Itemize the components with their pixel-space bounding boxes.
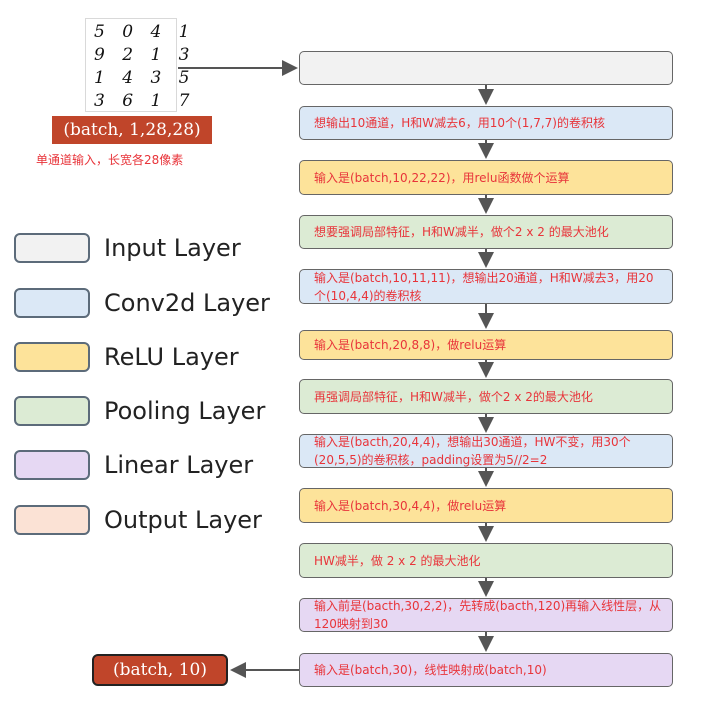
flow-box-conv1: 想输出10通道，H和W减去6，用10个(1,7,7)的卷积核: [299, 106, 673, 140]
legend-item-output: Output Layer: [14, 505, 314, 537]
flow-box-relu2: 输入是(batch,20,8,8)，做relu运算: [299, 330, 673, 360]
legend-label: Linear Layer: [104, 451, 254, 479]
flow-box-text: 输入是(batch,30,4,4)，做relu运算: [314, 498, 507, 513]
legend-swatch: [14, 288, 90, 318]
mnist-row: 3 6 1 7: [94, 91, 196, 111]
flow-box-conv3: 输入是(bacth,20,4,4)，想输出30通道，HW不变，用30个(20,5…: [299, 434, 673, 468]
flow-box-pool2: 再强调局部特征，H和W减半，做个2 x 2的最大池化: [299, 379, 673, 414]
flow-box-text: 输入是(batch,10,11,11)，想输出20通道，H和W减去3，用20个(…: [314, 270, 654, 303]
flow-box-input: [299, 51, 673, 85]
legend-label: Input Layer: [104, 234, 241, 262]
legend-item-conv2d: Conv2d Layer: [14, 288, 314, 320]
flow-box-text: 想输出10通道，H和W减去6，用10个(1,7,7)的卷积核: [314, 116, 605, 130]
input-note: 单通道输入，长宽各28像素: [36, 153, 184, 167]
flow-box-pool1: 想要强调局部特征，H和W减半，做个2 x 2 的最大池化: [299, 215, 673, 249]
legend-item-linear: Linear Layer: [14, 450, 314, 482]
mnist-row: 1 4 3 5: [94, 68, 196, 88]
legend-swatch: [14, 450, 90, 480]
legend-label: Conv2d Layer: [104, 289, 270, 317]
mnist-row: 9 2 1 3: [94, 45, 196, 65]
legend-label: Pooling Layer: [104, 397, 266, 425]
legend-swatch: [14, 505, 90, 535]
flow-box-text: 输入是(batch,30)，线性映射成(batch,10): [314, 663, 547, 677]
flow-box-linear2: 输入是(batch,30)，线性映射成(batch,10): [299, 653, 673, 687]
legend-item-relu: ReLU Layer: [14, 342, 314, 374]
flow-box-text: 输入是(batch,10,22,22)，用relu函数做个运算: [314, 170, 570, 185]
flow-box-text: HW减半，做 2 x 2 的最大池化: [314, 553, 481, 568]
flow-box-text: 想要强调局部特征，H和W减半，做个2 x 2 的最大池化: [314, 225, 609, 239]
legend-swatch: [14, 233, 90, 263]
mnist-row: 5 0 4 1: [94, 22, 196, 42]
legend-label: ReLU Layer: [104, 343, 239, 371]
legend-item-pooling: Pooling Layer: [14, 396, 314, 428]
flow-box-conv2: 输入是(batch,10,11,11)，想输出20通道，H和W减去3，用20个(…: [299, 269, 673, 304]
legend-swatch: [14, 342, 90, 372]
flow-box-pool3: HW减半，做 2 x 2 的最大池化: [299, 543, 673, 578]
flow-box-text: 输入是(bacth,20,4,4)，想输出30通道，HW不变，用30个(20,5…: [314, 435, 631, 467]
input-shape-label: (batch, 1,28,28): [52, 116, 212, 144]
mnist-sample-image: 5 0 4 1 9 2 1 3 1 4 3 5 3 6 1 7: [85, 18, 196, 112]
legend-item-input: Input Layer: [14, 233, 314, 265]
flow-box-relu1: 输入是(batch,10,22,22)，用relu函数做个运算: [299, 160, 673, 195]
output-shape-label: (batch, 10): [92, 654, 228, 686]
flow-box-text: 再强调局部特征，H和W减半，做个2 x 2的最大池化: [314, 389, 593, 404]
legend-swatch: [14, 396, 90, 426]
flow-box-text: 输入前是(bacth,30,2,2)，先转成(bacth,120)再输入线性层，…: [314, 599, 662, 631]
flow-box-text: 输入是(batch,20,8,8)，做relu运算: [314, 338, 507, 352]
legend-label: Output Layer: [104, 506, 262, 534]
flow-box-linear1: 输入前是(bacth,30,2,2)，先转成(bacth,120)再输入线性层，…: [299, 598, 673, 632]
flow-box-relu3: 输入是(batch,30,4,4)，做relu运算: [299, 488, 673, 523]
